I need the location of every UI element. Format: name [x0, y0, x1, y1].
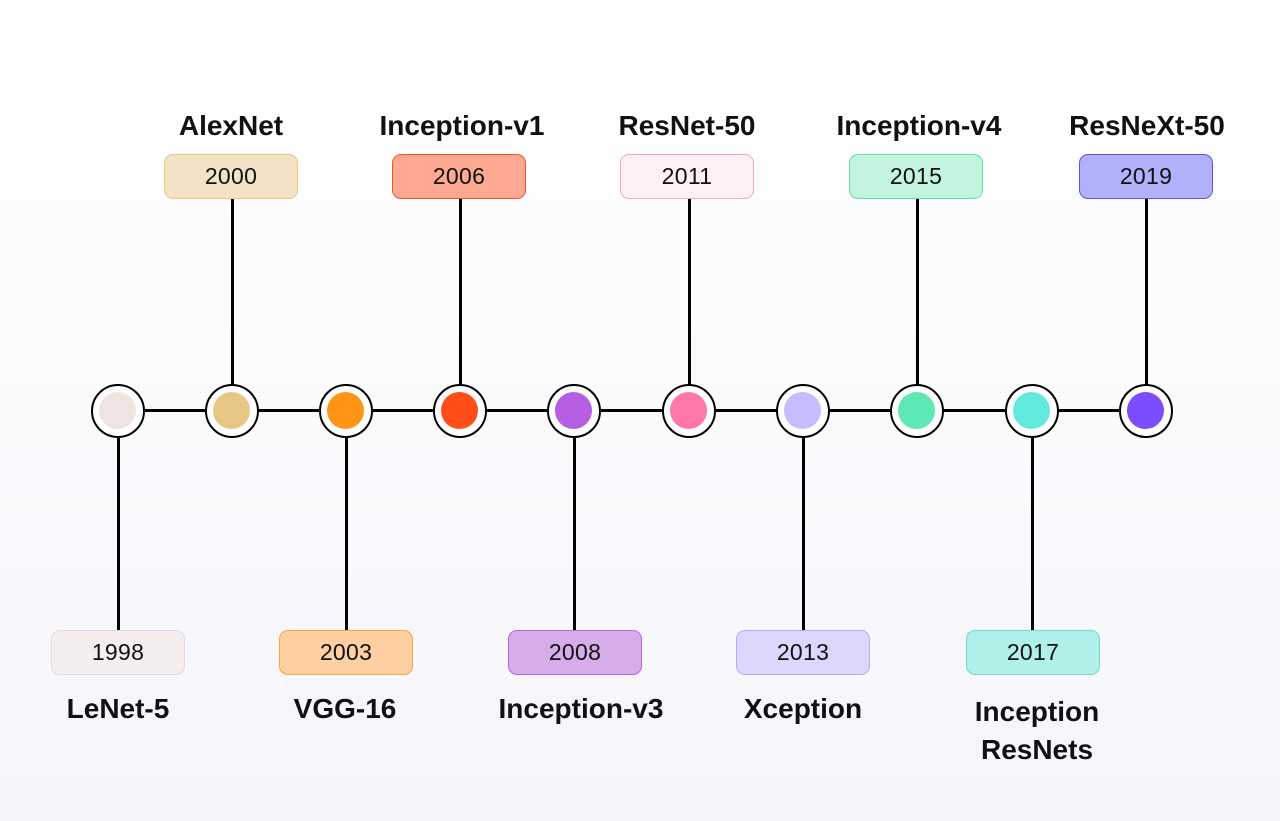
- timeline-node: [776, 384, 830, 438]
- model-name: Inception-v4: [836, 110, 1002, 141]
- connector-line: [688, 198, 691, 410]
- model-name: ResNet-50: [618, 110, 756, 141]
- node-dot: [441, 392, 478, 429]
- timeline-node: [890, 384, 944, 438]
- year-badge: 2015: [849, 154, 983, 199]
- year-badge: 2000: [164, 154, 298, 199]
- year-badge: 2006: [392, 154, 526, 199]
- model-name: Xception: [743, 693, 863, 724]
- timeline-node: [547, 384, 601, 438]
- connector-line: [1145, 198, 1148, 410]
- node-dot: [99, 392, 136, 429]
- connector-line: [231, 198, 234, 410]
- node-dot: [670, 392, 707, 429]
- timeline-node: [1005, 384, 1059, 438]
- year-badge: 2011: [620, 154, 754, 199]
- node-dot: [1013, 392, 1050, 429]
- connector-line: [573, 410, 576, 630]
- connector-line: [802, 410, 805, 630]
- connector-line: [916, 198, 919, 410]
- connector-line: [117, 410, 120, 630]
- model-name: ResNeXt-50: [1069, 110, 1225, 141]
- model-name: Inception-v1: [379, 110, 545, 141]
- timeline-node: [205, 384, 259, 438]
- model-name: LeNet-5: [66, 693, 170, 724]
- model-name: AlexNet: [178, 110, 284, 141]
- year-badge: 2003: [279, 630, 413, 675]
- timeline-node: [91, 384, 145, 438]
- timeline-node: [662, 384, 716, 438]
- node-dot: [784, 392, 821, 429]
- connector-line: [1031, 410, 1034, 630]
- year-badge: 1998: [51, 630, 185, 675]
- year-badge: 2008: [508, 630, 642, 675]
- node-dot: [213, 392, 250, 429]
- timeline-node: [433, 384, 487, 438]
- timeline-node: [319, 384, 373, 438]
- connector-line: [345, 410, 348, 630]
- connector-line: [459, 198, 462, 410]
- model-name: Inception ResNets: [974, 696, 1100, 765]
- node-dot: [1127, 392, 1164, 429]
- model-name: VGG-16: [293, 693, 397, 724]
- year-badge: 2019: [1079, 154, 1213, 199]
- year-badge: 2017: [966, 630, 1100, 675]
- timeline-axis: [118, 409, 1146, 412]
- timeline-node: [1119, 384, 1173, 438]
- node-dot: [555, 392, 592, 429]
- year-badge: 2013: [736, 630, 870, 675]
- model-name: Inception-v3: [498, 693, 664, 724]
- node-dot: [327, 392, 364, 429]
- node-dot: [898, 392, 935, 429]
